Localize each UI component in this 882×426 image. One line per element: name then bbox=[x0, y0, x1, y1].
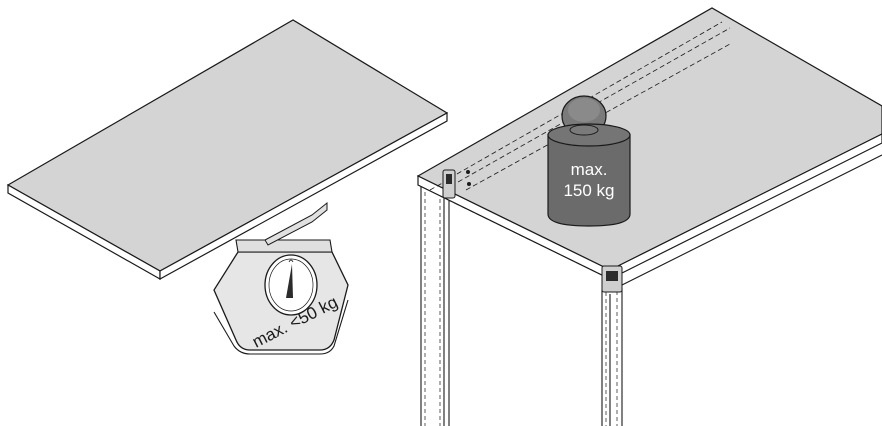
shelf-panel-right bbox=[416, 7, 882, 286]
weight-label-line2: 150 kg bbox=[563, 181, 614, 200]
hinge-icon bbox=[442, 169, 471, 199]
scale-dial bbox=[264, 254, 318, 316]
scale-icon: max. <50 kg bbox=[213, 239, 349, 355]
weight-label-line1: max. bbox=[571, 160, 608, 179]
hinge-icon bbox=[601, 265, 623, 293]
cabinet-front-side bbox=[601, 288, 623, 426]
weight-icon: max. 150 kg bbox=[547, 95, 631, 227]
cabinet-left-side bbox=[420, 182, 450, 426]
shelf-panel-left bbox=[6, 19, 449, 281]
right-illustration: max. 150 kg bbox=[416, 7, 882, 426]
left-illustration: max. <50 kg bbox=[6, 19, 449, 355]
